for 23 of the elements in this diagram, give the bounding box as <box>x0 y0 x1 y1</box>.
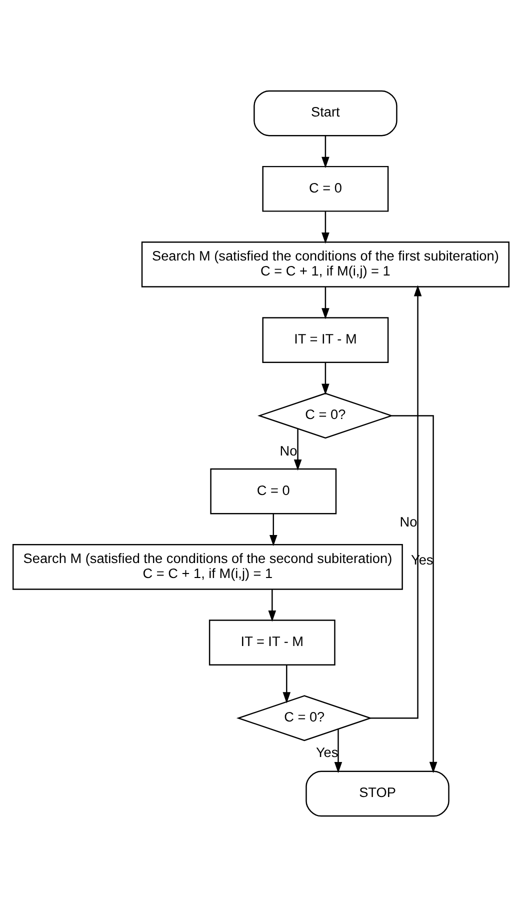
arrow <box>334 729 342 774</box>
node-box: Search M (satisfied the conditions of the first subiteration) C = C + 1, if M(i,j) = 1 <box>141 242 510 288</box>
node-box: IT = IT - M <box>262 317 389 364</box>
arrow <box>268 590 276 622</box>
edge-label: No <box>400 514 418 530</box>
arrow <box>269 514 278 546</box>
node-diamond: C = 0? <box>258 392 394 439</box>
arrow <box>392 415 438 774</box>
node-box: IT = IT - M <box>208 620 336 666</box>
node-box: Start <box>254 90 398 136</box>
node-box: C = 0 <box>262 166 389 212</box>
arrow <box>322 136 330 168</box>
node-box: Search M (satisfied the conditions of the second subiteration) C = C + 1, if M(i,j) = 1 <box>12 544 403 590</box>
arrow <box>370 285 422 719</box>
arrow <box>322 287 330 320</box>
arrow <box>322 362 330 395</box>
node-box: C = 0 <box>210 468 337 514</box>
arrow <box>294 428 302 471</box>
node-box: STOP <box>306 770 450 817</box>
node-diamond: C = 0? <box>236 695 372 742</box>
arrow <box>322 212 330 244</box>
arrow <box>282 665 291 704</box>
edge-label: No <box>280 443 298 458</box>
